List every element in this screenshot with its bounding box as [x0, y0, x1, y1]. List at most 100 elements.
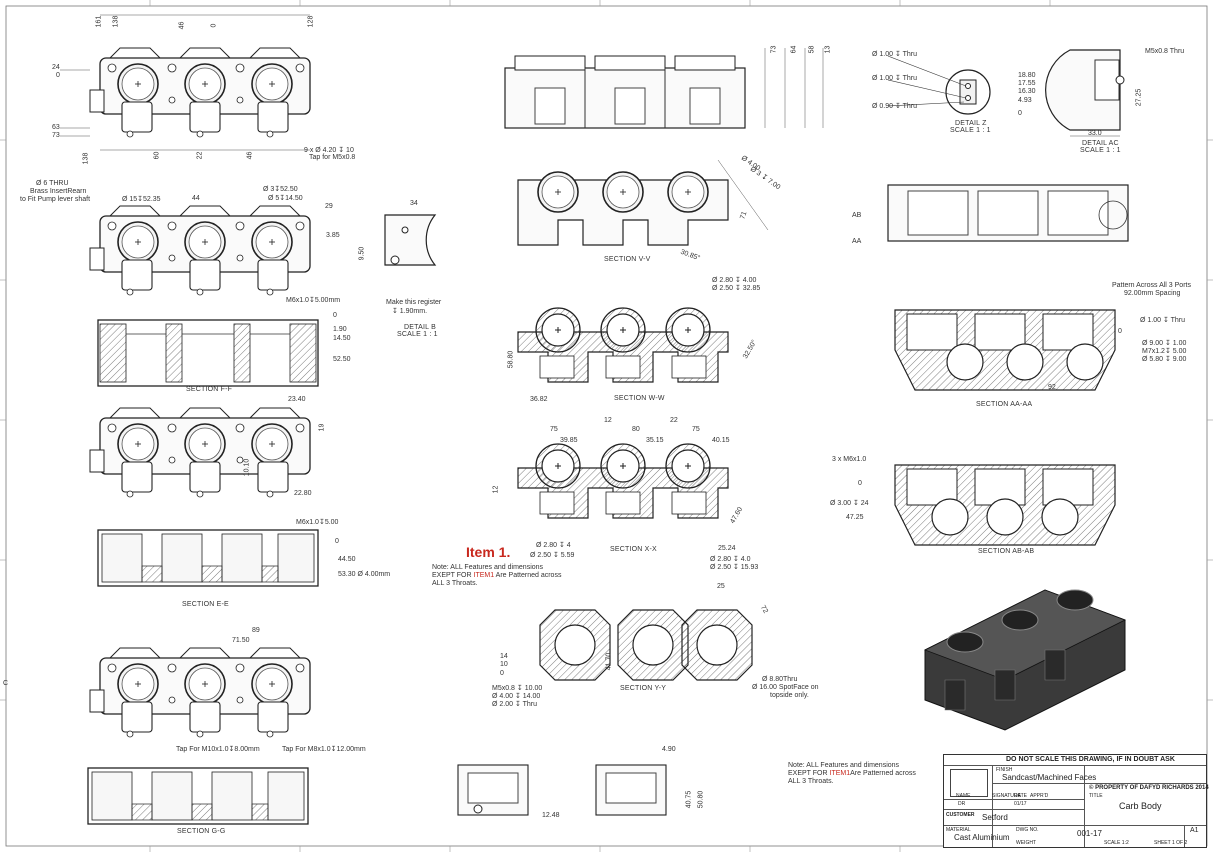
- dim: 64: [790, 45, 798, 54]
- callout: Ø 8.80Thru: [762, 676, 798, 683]
- dim: 41.70: [605, 652, 613, 671]
- dim: 14.50: [333, 335, 351, 342]
- note: Make this register: [386, 299, 442, 306]
- section-ee-drawing: [97, 529, 319, 587]
- detail-ac-label: DETAIL AC: [1082, 140, 1119, 147]
- dim: 44.50: [338, 556, 356, 563]
- dim: 0: [500, 670, 504, 677]
- callout: Ø 2.00 ↧ Thru: [492, 701, 538, 708]
- section-gg-label: SECTION G-G: [177, 828, 226, 835]
- detail-z-label: DETAIL Z: [955, 120, 987, 127]
- dim: 35.15: [646, 437, 664, 444]
- dim: 4.93: [1018, 97, 1032, 104]
- section-ww-drawing: [518, 308, 728, 382]
- view-plan-f: [90, 206, 310, 295]
- dim: 60: [153, 151, 161, 160]
- dim: 33.0: [1088, 130, 1102, 137]
- dim: 46: [246, 151, 254, 160]
- detail-b: [384, 214, 437, 266]
- dim: 0: [333, 312, 337, 319]
- callout: Ø 2.50 ↧ 5.59: [530, 552, 575, 559]
- dim: 52.50: [333, 356, 351, 363]
- callout: Ø 15↧52.35: [122, 196, 161, 203]
- section-xx-label: SECTION X-X: [610, 546, 657, 553]
- note: Brass InsertRearn: [30, 188, 87, 195]
- isometric-render: [924, 589, 1126, 731]
- dim: 58: [808, 45, 816, 54]
- callout: Ø 5↧14.50: [268, 195, 303, 202]
- dim: 12: [492, 485, 500, 494]
- note: ↧ 1.90mm.: [392, 308, 428, 315]
- dim: 13: [824, 45, 832, 54]
- detail-ac: [1045, 49, 1125, 137]
- view-top-plan: [60, 14, 310, 151]
- section-ww-label: SECTION W-W: [614, 395, 665, 402]
- section-gg-drawing: [87, 767, 309, 825]
- note-item1-bottom: Note: ALL Features and dimensions EXEPT …: [788, 762, 916, 785]
- callout: Tap For M10x1.0↧8.00mm: [176, 746, 260, 753]
- section-aa-drawing: [894, 309, 1116, 391]
- view-plan-e: [90, 408, 310, 497]
- callout: Tap For M8x1.0↧12.00mm: [282, 746, 366, 753]
- callout: Ø 1.00 ↧ Thru: [872, 75, 918, 82]
- dim: 0: [335, 538, 339, 545]
- dim: 92: [1048, 384, 1056, 391]
- callout: Ø 5.80 ↧ 9.00: [1142, 356, 1187, 363]
- callout: Ø 1.00 ↧ Thru: [1140, 317, 1186, 324]
- section-vv-label: SECTION V-V: [604, 256, 651, 263]
- dim: 36.82: [530, 396, 548, 403]
- dim: 89: [252, 627, 260, 634]
- dim: 22: [670, 417, 678, 424]
- dim: 138: [82, 152, 90, 165]
- dim: 75: [550, 426, 558, 433]
- callout: M5x0.8 ↧ 10.00: [492, 685, 543, 692]
- border-row-c: C: [3, 680, 9, 687]
- detail-z-scale: SCALE 1 : 1: [950, 127, 991, 134]
- callout: Ø 2.50 ↧ 15.93: [710, 564, 759, 571]
- dim: 25: [717, 583, 725, 590]
- dim: 10: [500, 661, 508, 668]
- section-yy-label: SECTION Y-Y: [620, 685, 667, 692]
- dim: 50.80: [697, 790, 705, 809]
- note: Ø 6 THRU: [36, 180, 69, 187]
- dim: 0: [1118, 328, 1122, 335]
- dim: 0: [858, 480, 862, 487]
- callout: Ø 2.80 ↧ 4.00: [712, 277, 757, 284]
- dim: 0: [210, 23, 218, 28]
- dim: 40.15: [712, 437, 730, 444]
- dim: 138: [112, 15, 120, 28]
- dim: 24: [52, 64, 60, 71]
- callout: M6x1.0↧5.00mm: [286, 297, 341, 304]
- dim: 16.30: [1018, 88, 1036, 95]
- view-bottom-a: [457, 764, 529, 816]
- callout: M7x1.2↧ 5.00: [1142, 348, 1187, 355]
- note: to Fit Pump lever shaft: [20, 196, 91, 203]
- dim: 39.85: [560, 437, 578, 444]
- dim: 58.80: [507, 350, 515, 369]
- callout: 3 x M6x1.0: [832, 456, 867, 463]
- detail-b-scale: SCALE 1 : 1: [397, 331, 438, 338]
- callout: Ø 4.00 ↧ 14.00: [492, 693, 541, 700]
- callout: Ø 9.00 ↧ 1.00: [1142, 340, 1187, 347]
- dim: 3.85: [326, 232, 340, 239]
- material-value: Cast Aluminium: [954, 833, 1010, 842]
- dim: 23.40: [288, 396, 306, 403]
- drawing-number: 001-17: [1077, 829, 1102, 838]
- callout: Ø 2.80 ↧ 4.0: [710, 556, 751, 563]
- sheet-size: A1: [1190, 827, 1199, 834]
- view-plan-g: [90, 648, 310, 737]
- dim: 47.25: [846, 514, 864, 521]
- dim: 46: [178, 21, 186, 30]
- finish-value: Sandcast/Machined Faces: [1002, 773, 1097, 782]
- section-yy-drawing: [539, 609, 753, 681]
- tap-note: Tap for M5x0.8: [309, 154, 356, 161]
- customer-value: Setford: [982, 813, 1008, 822]
- callout: Ø 3.00 ↧ 24: [830, 500, 869, 507]
- detail-ac-scale: SCALE 1 : 1: [1080, 147, 1121, 154]
- item-1-label: Item 1.: [466, 544, 511, 560]
- title-block-warning: DO NOT SCALE THIS DRAWING, IF IN DOUBT A…: [1006, 756, 1175, 763]
- view-side-elevation: [504, 48, 824, 129]
- section-ff-drawing: [97, 319, 319, 387]
- dim: 73: [52, 132, 60, 139]
